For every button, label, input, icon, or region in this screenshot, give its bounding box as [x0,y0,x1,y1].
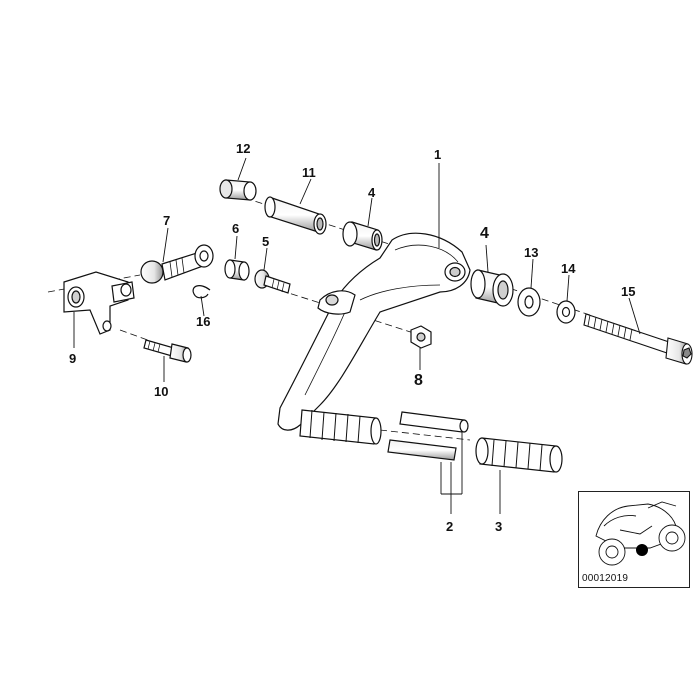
inset-frame [578,491,690,588]
callout-11: 11 [302,165,316,180]
bolt-part-10 [143,339,192,363]
pin-part-5 [254,269,291,294]
bolt-part-15 [583,313,693,365]
sleeve-part-11 [264,196,327,235]
callout-12: 12 [236,141,251,156]
callout-6: 6 [232,221,240,236]
flanged-bushing-part-4-upper [342,221,383,251]
callout-13: 13 [524,245,539,260]
footpeg-rubber-on-lever [299,409,382,445]
callout-10: 10 [154,384,169,399]
callout-4-upper: 4 [368,185,376,200]
callout-9: 9 [69,351,77,366]
callout-16: 16 [196,314,211,329]
callout-4-right: 4 [480,225,489,242]
clamp-part-9 [63,271,135,335]
washer-part-14 [556,300,576,324]
callout-7: 7 [163,213,171,228]
diagram-code: 00012019 [582,573,629,584]
ball-joint-part-7 [140,244,214,284]
flanged-bushing-part-4-right [470,269,514,307]
inset-location-marker [636,544,648,556]
callout-8: 8 [414,372,423,389]
leader-lines [73,157,641,514]
inset-motorcycle [595,501,686,566]
callout-14: 14 [561,261,576,276]
callout-1: 1 [434,147,442,162]
callout-5: 5 [262,234,270,249]
footpeg-rubber-part-3 [475,437,563,473]
tube-part-2 [387,411,469,461]
callout-2: 2 [446,519,454,534]
washer-part-13 [517,287,541,317]
bushing-part-6 [224,259,250,281]
bushing-part-12 [219,179,257,201]
callout-3: 3 [495,519,503,534]
shift-lever-part-1 [277,232,471,431]
clip-part-16 [192,285,211,299]
nut-part-8 [410,325,432,349]
callout-15: 15 [621,284,636,299]
